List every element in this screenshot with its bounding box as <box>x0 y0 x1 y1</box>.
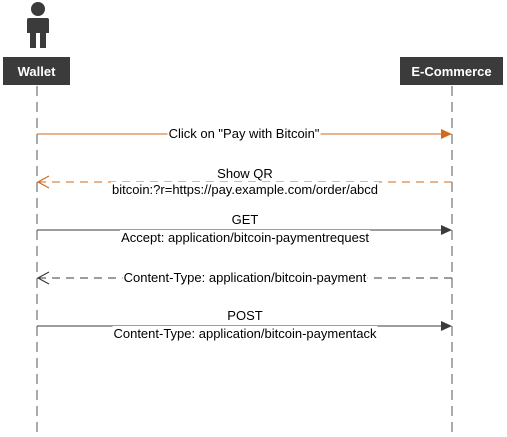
participant-ecommerce-label: E-Commerce <box>411 63 492 79</box>
participant-ecommerce: E-Commerce <box>400 57 503 85</box>
user-figure-icon <box>27 2 49 48</box>
message-label-4: Content-Type: application/bitcoin-paymen… <box>122 270 368 286</box>
message-1-line-1: Click on "Pay with Bitcoin" <box>168 126 320 141</box>
participant-wallet-label: Wallet <box>17 63 56 79</box>
arrowhead-3 <box>441 225 452 235</box>
message-5-line-2: Content-Type: application/bitcoin-paymen… <box>113 326 377 341</box>
message-3-line-1: GET <box>231 212 259 227</box>
message-label-5-line-1: POST <box>226 308 263 324</box>
arrowhead-5 <box>441 321 452 331</box>
message-3-line-2: Accept: application/bitcoin-paymentreque… <box>121 230 369 245</box>
participant-wallet: Wallet <box>3 57 70 85</box>
message-2-line-2: bitcoin:?r=https://pay.example.com/order… <box>111 182 379 197</box>
arrowhead-4 <box>36 271 50 285</box>
message-label-1: Click on "Pay with Bitcoin" <box>167 126 321 142</box>
message-5-line-1: POST <box>227 308 263 323</box>
arrowhead-2 <box>36 175 50 189</box>
message-label-2-line-1: Show QR <box>216 166 274 182</box>
message-label-5-line-2: Content-Type: application/bitcoin-paymen… <box>112 326 378 342</box>
message-label-3-line-2: Accept: application/bitcoin-paymentreque… <box>120 230 370 246</box>
arrowhead-1 <box>441 129 452 139</box>
message-label-3-line-1: GET <box>231 212 260 228</box>
message-2-line-1: Show QR <box>217 166 273 181</box>
message-label-2-line-2: bitcoin:?r=https://pay.example.com/order… <box>110 182 380 198</box>
message-4-line-1: Content-Type: application/bitcoin-paymen… <box>123 270 367 285</box>
